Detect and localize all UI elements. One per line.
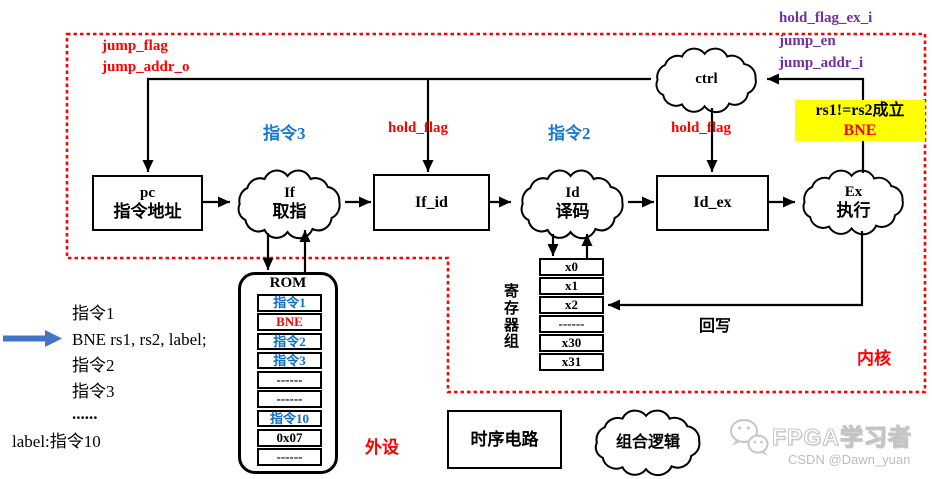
rom-cell: 指令3 (257, 351, 322, 370)
program-pointer-arrow (3, 330, 62, 347)
rom-cell: ------ (257, 371, 322, 389)
id-cloud (520, 169, 624, 240)
program-line-bne: BNE rs1, rs2, label; (72, 330, 207, 349)
rom-cell: 0x07 (257, 428, 322, 447)
instr3-stage-note: 指令3 (263, 124, 306, 143)
regfile-cell: x2 (539, 295, 604, 314)
peripheral-region-label: 外设 (365, 438, 399, 457)
branch-condition-line1: rs1!=rs2成立 (815, 102, 905, 119)
regfile-cell: x1 (539, 276, 604, 295)
program-line: 指令1 (72, 304, 115, 323)
wechat-icon (729, 418, 769, 456)
program-line: 指令3 (72, 382, 115, 401)
rom-title: ROM (269, 275, 307, 291)
id-ex-block-name: Id_ex (693, 194, 732, 211)
program-line: ...... (72, 404, 98, 423)
regfile-cell: ------ (539, 314, 604, 333)
program-line: label:指令10 (12, 432, 101, 451)
rom-cells: 指令1 BNE 指令2 指令3 ------ ------ 指令10 0x07 … (257, 294, 322, 468)
jump-addr-i-label: jump_addr_i (779, 55, 864, 71)
id-ex-block: Id_ex (656, 175, 769, 231)
regfile-cells: x0 x1 x2 ------ x30 x31 (539, 258, 604, 372)
sequential-legend-label: 时序电路 (470, 429, 539, 449)
if-id-block-name: If_id (415, 193, 448, 211)
branch-condition-line2: BNE (843, 122, 877, 139)
core-boundary-dashed (65, 32, 927, 394)
watermark-title: FPGA学习者 (772, 424, 912, 451)
wire-ctrl-jump-to-pc (142, 77, 651, 172)
pc-block-desc: 指令地址 (113, 201, 182, 221)
writeback-label: 回写 (699, 318, 732, 335)
wire-ex-to-ctrl (767, 73, 865, 173)
hold-flag-id-label: hold_flag (671, 120, 732, 136)
branch-condition-note: rs1!=rs2成立 BNE (795, 100, 925, 141)
combinational-legend-cloud (594, 409, 701, 477)
if-id-block: If_id (373, 174, 490, 231)
regfile-label: 寄存器组 (503, 284, 519, 351)
wire-ex-writeback (608, 231, 864, 311)
watermark-subtitle: CSDN @Dawn_yuan (788, 452, 911, 467)
rom-cell: ------ (257, 390, 322, 408)
regfile-cell: x31 (539, 352, 604, 371)
core-region-label: 内核 (857, 349, 891, 368)
jump-flag-label: jump_flag (102, 38, 168, 54)
pc-block-name: pc (140, 184, 155, 201)
jump-en-label: jump_en (779, 33, 836, 49)
hold-flag-ex-i-label: hold_flag_ex_i (779, 10, 873, 26)
regfile-cell: x30 (539, 333, 604, 352)
rom-cell: 指令1 (257, 294, 322, 312)
sequential-legend-box: 时序电路 (447, 410, 562, 469)
rom-cell: BNE (257, 313, 322, 331)
rom-cell: ------ (257, 448, 322, 466)
program-line: 指令2 (72, 356, 115, 375)
ctrl-cloud (655, 47, 757, 114)
pc-block: pc 指令地址 (92, 175, 203, 231)
instr2-stage-note: 指令2 (548, 124, 591, 143)
if-cloud (237, 169, 341, 240)
regfile-cell: x0 (539, 258, 604, 276)
jump-addr-o-label: jump_addr_o (102, 59, 190, 75)
ex-cloud (802, 169, 904, 236)
rom-cell: 指令2 (257, 332, 322, 351)
hold-flag-if-label: hold_flag (388, 120, 449, 136)
rom-cell: 指令10 (257, 409, 322, 428)
